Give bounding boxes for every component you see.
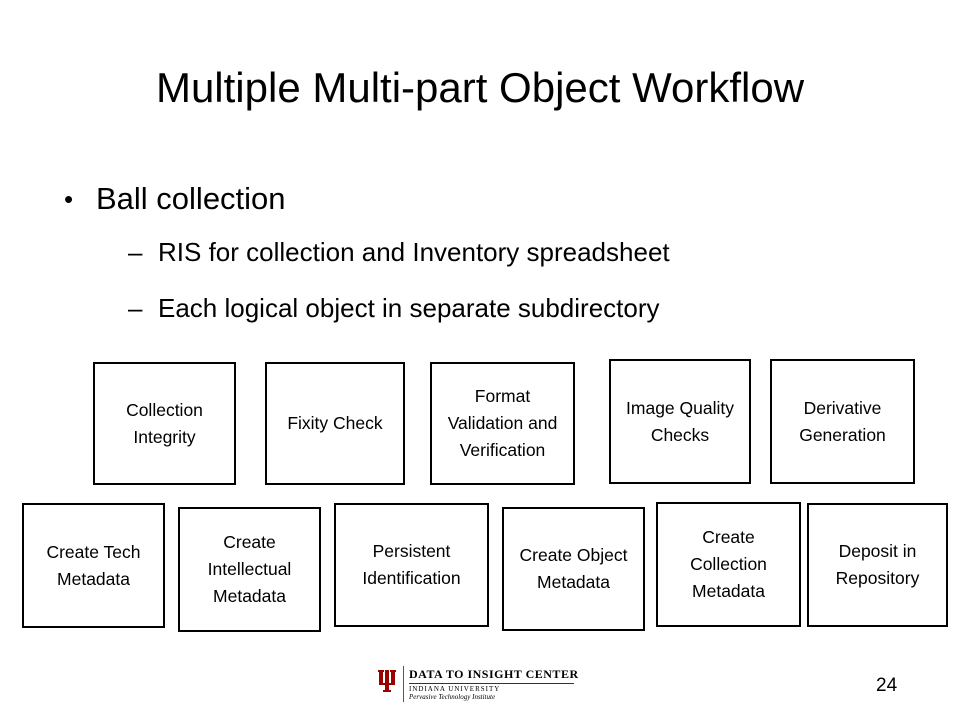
box-create-tech-metadata: Create Tech Metadata — [22, 503, 165, 628]
box-derivative-generation: Derivative Generation — [770, 359, 915, 484]
box-label: Create Object Metadata — [519, 545, 628, 592]
logo-line-3: Pervasive Technology Institute — [409, 693, 496, 701]
box-label: Create Collection Metadata — [690, 527, 767, 601]
slide-title: Multiple Multi-part Object Workflow — [155, 64, 805, 111]
logo-divider — [403, 666, 404, 702]
sub-bullet-subdirectory: –Each logical object in separate subdire… — [128, 288, 660, 328]
box-label: Persistent Identification — [362, 541, 461, 588]
box-persistent-identification: Persistent Identification — [334, 503, 489, 627]
sub-bullet-text: RIS for collection and Inventory spreads… — [158, 237, 670, 267]
box-fixity-check: Fixity Check — [265, 362, 405, 485]
box-label: Deposit in Repository — [835, 541, 920, 588]
bullet-text: Ball collection — [96, 181, 286, 216]
sub-bullet-text: Each logical object in separate subdirec… — [158, 293, 660, 323]
box-label: Create Intellectual Metadata — [207, 532, 292, 606]
logo-line-1: DATA TO INSIGHT CENTER — [409, 667, 579, 681]
box-deposit-in-repository: Deposit in Repository — [807, 503, 948, 627]
page-number: 24 — [876, 675, 898, 696]
sub-bullet-ris: –RIS for collection and Inventory spread… — [128, 232, 670, 272]
box-create-object-metadata: Create Object Metadata — [502, 507, 645, 631]
box-label: Derivative Generation — [799, 397, 886, 445]
sub-bullet-dash: – — [128, 237, 143, 267]
box-label: Format Validation and Verification — [447, 386, 558, 460]
bullet-dot: • — [64, 184, 74, 214]
box-label: Collection Integrity — [126, 399, 203, 447]
sub-bullet-dash: – — [128, 293, 143, 323]
box-label: Create Tech Metadata — [46, 541, 141, 589]
logo-rule — [409, 683, 574, 684]
box-format-validation: Format Validation and Verification — [430, 362, 575, 485]
data-to-insight-center-logo: DATA TO INSIGHT CENTER INDIANA UNIVERSIT… — [376, 664, 579, 704]
box-create-intellectual-metadata: Create Intellectual Metadata — [178, 507, 321, 632]
logo-line-2: INDIANA UNIVERSITY — [409, 685, 501, 693]
box-label: Fixity Check — [287, 413, 383, 433]
box-label: Image Quality Checks — [626, 397, 734, 445]
box-collection-integrity: Collection Integrity — [93, 362, 236, 485]
box-image-quality-checks: Image Quality Checks — [609, 359, 751, 484]
iu-trident-icon — [378, 670, 396, 692]
box-create-collection-metadata: Create Collection Metadata — [656, 502, 801, 627]
